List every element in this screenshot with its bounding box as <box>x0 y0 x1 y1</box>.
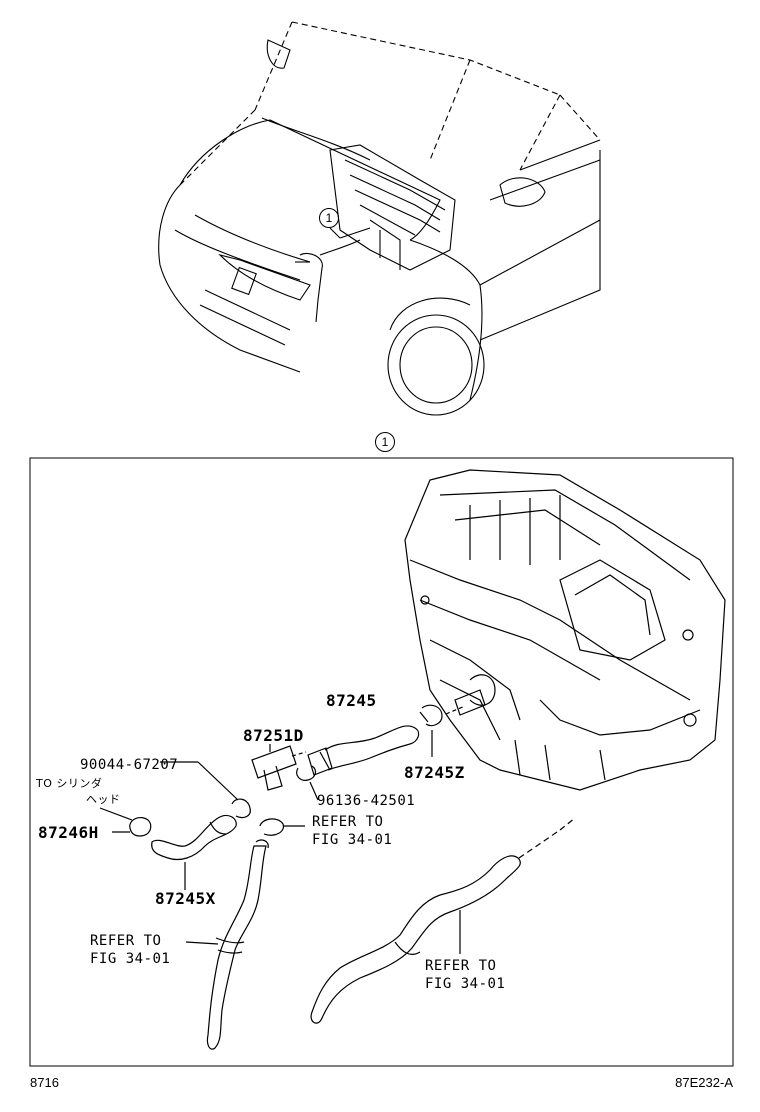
refer-note-1-line1: REFER TO <box>312 814 384 830</box>
part-number-87245: 87245 <box>326 691 377 710</box>
part-number-87245X: 87245X <box>155 889 216 908</box>
footer-left-code: 8716 <box>30 1075 59 1090</box>
refer-note-1-line2: FIG 34-01 <box>312 832 393 848</box>
refer-note-3-line1: REFER TO <box>425 958 497 974</box>
footer-right-code: 87E232-A <box>675 1075 733 1090</box>
part-number-87246H: 87246H <box>38 823 99 842</box>
refer-note-2-line1: REFER TO <box>90 933 162 949</box>
part-number-87245Z: 87245Z <box>404 763 465 782</box>
to-cylinder-head-note-line2: ヘッド <box>86 793 121 806</box>
part-number-90044-67207: 90044-67207 <box>80 757 179 773</box>
overview-callout-marker: 1 <box>319 208 339 228</box>
to-cylinder-head-note-line1: TO シリンダ <box>36 777 103 790</box>
part-number-96136-42501: 96136-42501 <box>317 793 416 809</box>
refer-note-3-line2: FIG 34-01 <box>425 976 506 992</box>
refer-note-2-line2: FIG 34-01 <box>90 951 171 967</box>
detail-callout-marker: 1 <box>375 432 395 452</box>
part-number-87251D: 87251D <box>243 726 304 745</box>
